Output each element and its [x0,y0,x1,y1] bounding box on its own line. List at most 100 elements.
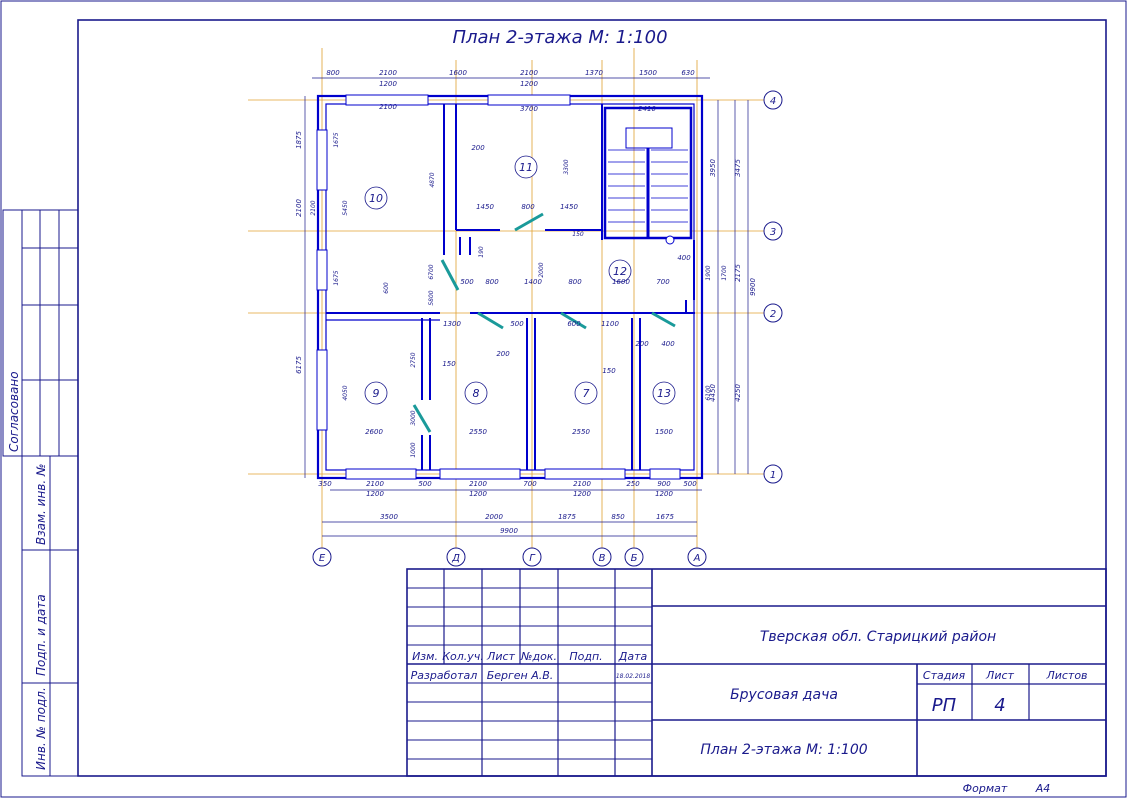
tb-header-izm: Изм. [412,650,438,663]
dimension-lines [304,77,749,537]
exterior-walls [316,94,704,480]
axis-label-e: Е [319,553,326,564]
dim-int-21: 500 [510,320,524,328]
dim-int-23: 1100 [601,320,619,328]
tb-sheet-name: План 2-этажа М: 1:100 [700,742,867,758]
dim-axis-4: 1675 [656,513,674,521]
dim-axis-0: 3500 [380,513,398,521]
axis-label-a: А [693,553,701,564]
axis-label-2: 2 [770,309,776,320]
dim-int-19: 400 [677,254,691,262]
axis-label-d: Д [451,553,460,564]
dim-top-2: 1600 [449,69,467,77]
dim-int-4: 3300 [563,159,570,174]
tb-header-list: Лист [486,650,515,663]
interior-walls [326,104,695,470]
dim-top-inner-1: 1200 [520,80,538,88]
dim-int-8: 1450 [560,203,578,211]
dim-int-22: 600 [567,320,581,328]
title-block [406,568,1107,777]
dim-bot-inner-2: 1200 [573,490,591,498]
dim-bot-inner-3: 1200 [655,490,673,498]
side-stamp-inv-replace-text: Взам. инв. № [34,464,48,545]
dim-int-13: 800 [485,278,499,286]
dim-left-inner-0: 1675 [333,132,340,147]
dim-bot-0: 350 [318,480,332,488]
dim-int-11: 6700 [428,264,435,279]
tb-location: Тверская обл. Старицкий район [760,629,996,645]
tb-header-date: Дата [618,650,648,663]
dim-int-25: 400 [661,340,675,348]
dim-right-0: 3950 [709,159,717,177]
dim-top-6: 630 [681,69,695,77]
room-7: 7 [583,387,590,400]
plan-title: План 2-этажа М: 1:100 [452,27,667,48]
axis-label-b: Б [631,553,638,564]
tb-header-kol: Кол.уч. [442,650,484,663]
axis-label-v: В [599,553,606,564]
room-9: 9 [373,387,380,400]
dim-int-36: 3000 [410,410,417,425]
dim-axis-2: 1875 [558,513,576,521]
tb-stage-value: РП [932,695,957,716]
dims-interior: 2100 3700 2410 200 3300 4870 1450 800 14… [365,103,712,458]
dim-left-1: 2100 [295,199,303,217]
dim-int-37: 5800 [428,290,435,305]
axis-label-1: 1 [770,470,776,481]
dim-axis-1: 2000 [485,513,503,521]
title-block-headers: Изм. Кол.уч. Лист №док. Подп. Дата Разра… [411,650,651,682]
axis-label-4: 4 [770,96,776,107]
tb-header-doc: №док. [520,650,557,663]
dim-bot-5: 2100 [573,480,591,488]
dim-axis-3: 850 [611,513,625,521]
dim-int-38: 600 [383,282,390,294]
dim-int-18: 700 [656,278,670,286]
room-numbers: 10 11 12 9 8 7 13 [369,161,671,400]
dim-int-26: 2750 [410,352,417,367]
dim-int-27: 150 [442,360,456,368]
dim-left-0: 1875 [295,131,303,149]
dim-top-4: 1370 [585,69,603,77]
tb-developer-role: Разработал [411,669,478,682]
dim-int-16: 800 [568,278,582,286]
dim-right-1: 2175 [734,264,742,282]
dims-right: 3950 2175 4450 3475 1900 1700 4250 9900 [705,159,757,402]
dim-int-17: 1600 [612,278,630,286]
dim-bot-inner-0: 1200 [366,490,384,498]
dim-int-34: 1500 [655,428,673,436]
room-tags [364,155,676,405]
format-value: А4 [1035,782,1051,795]
dim-top-5: 1500 [639,69,657,77]
dim-int-24: 200 [635,340,649,348]
dim-right-inner-0: 3475 [734,159,742,177]
dim-int-14: 1400 [524,278,542,286]
staircase [603,106,693,245]
room-11: 11 [519,161,533,174]
dim-left-inner-4: 4050 [342,385,349,400]
dim-int-5: 4870 [429,172,436,187]
dim-int-10: 190 [478,246,485,258]
dim-total-right: 9900 [749,278,757,296]
dim-int-2: 2410 [638,105,656,113]
room-13: 13 [657,387,671,400]
dim-int-20: 1300 [443,320,461,328]
dim-bot-1: 2100 [366,480,384,488]
dim-int-32: 2550 [469,428,487,436]
axis-bubbles [312,90,783,567]
tb-header-sign: Подп. [569,650,602,663]
dim-int-35: 1000 [410,442,417,457]
dim-bot-2: 500 [418,480,432,488]
dim-bot-inner-1: 1200 [469,490,487,498]
dim-left-inner-1: 2100 [310,200,317,215]
dim-bot-7: 900 [657,480,671,488]
side-stamp-agreed-text: Согласовано [7,371,21,452]
tb-sheets-label: Листов [1045,669,1087,682]
dim-int-30: 6100 [705,385,712,400]
dim-int-29: 150 [602,367,616,375]
dim-right-2: 4450 [709,384,717,402]
dim-total-bottom: 9900 [500,527,518,535]
side-stamp-inv [21,455,79,777]
tb-sheet-label: Лист [985,669,1014,682]
dim-right-inner-2: 1700 [721,265,728,280]
